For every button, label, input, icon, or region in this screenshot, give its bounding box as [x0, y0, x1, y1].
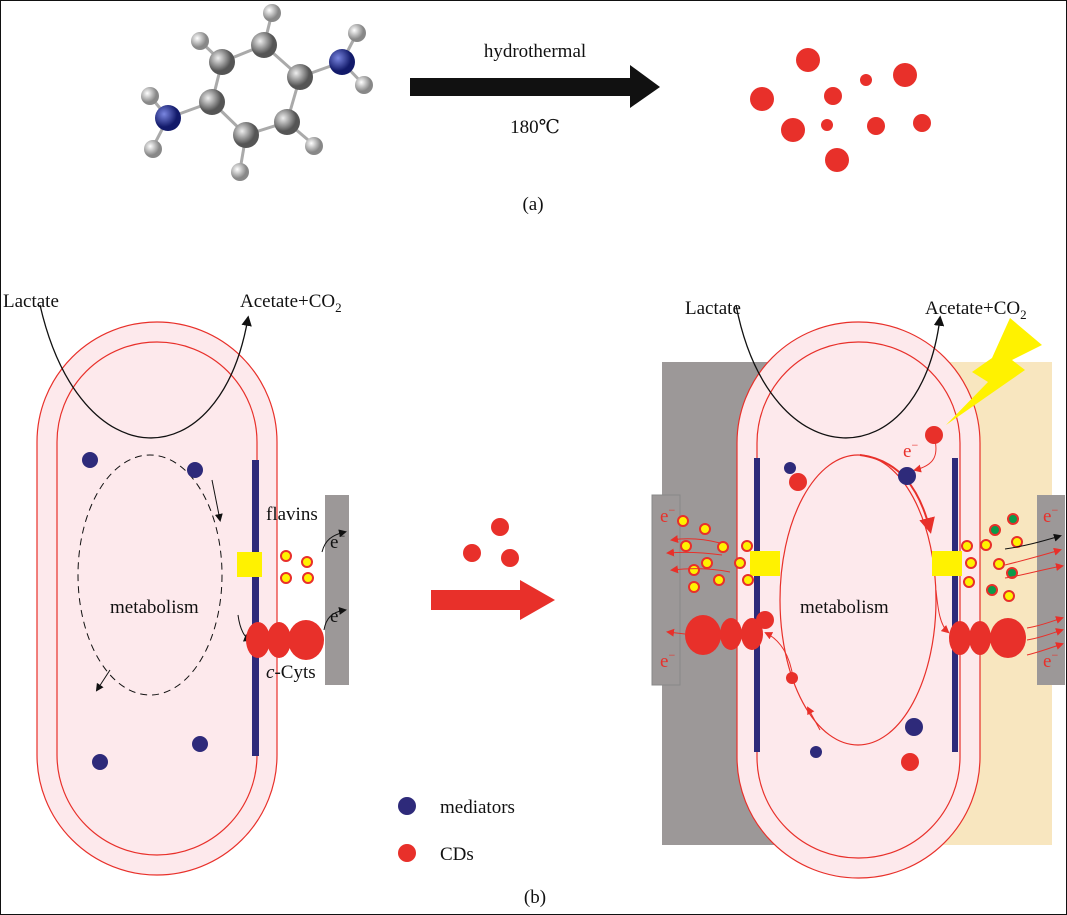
panel-a-label: (a): [522, 194, 543, 215]
outer-membrane-bar: [252, 460, 259, 756]
metabolism-label-left: metabolism: [110, 597, 199, 618]
mediators-left: [82, 452, 208, 770]
electron-label: e−: [1043, 503, 1058, 527]
reaction-arrow: [410, 65, 660, 108]
hydrothermal-label: hydrothermal: [484, 41, 586, 62]
right-bacterium: [651, 304, 1065, 879]
electron-label: e−: [1043, 648, 1058, 672]
legend-cds-marker: [398, 844, 416, 862]
lactate-label-left: Lactate: [3, 291, 59, 312]
acetate-label-right: Acetate+CO2: [925, 298, 1027, 322]
electron-label: e−: [660, 503, 675, 527]
flavin-transporter: [750, 551, 780, 576]
c-cyts-proteins-right: [685, 611, 1026, 658]
lactate-label-right: Lactate: [685, 298, 741, 319]
reduced-flavins: [986, 513, 1019, 596]
flavins-group: [280, 550, 314, 584]
metabolism-label-right: metabolism: [800, 597, 889, 618]
legend-mediator-marker: [398, 797, 416, 815]
transition-arrow: [431, 580, 555, 620]
right-panel-right-electrode: [1037, 495, 1065, 685]
lactate-pathway-right: [735, 304, 945, 439]
temperature-label: 180℃: [510, 117, 560, 138]
flavin-transporter: [932, 551, 962, 576]
lightning-bolt-icon: [946, 318, 1042, 425]
left-bacterium: [36, 304, 349, 876]
added-carbon-dots: [463, 518, 519, 567]
electron-label: e−: [330, 603, 345, 627]
legend-cds-label: CDs: [440, 844, 474, 865]
panel-b-label: (b): [524, 887, 546, 908]
p-phenylenediamine-molecule: [141, 4, 373, 181]
flavins-right: [677, 515, 1023, 602]
acetate-label-left: Acetate+CO2: [240, 291, 342, 315]
c-cyts-label: c-Cyts: [266, 662, 316, 683]
c-cyts-proteins: [246, 620, 324, 660]
left-electrode: [325, 495, 349, 685]
flavins-label: flavins: [266, 504, 318, 525]
electron-label: e−: [660, 648, 675, 672]
legend-mediators-label: mediators: [440, 797, 515, 818]
flavin-transporter: [237, 552, 262, 577]
right-panel-left-electrode: [651, 494, 681, 686]
electron-label: e−: [330, 529, 345, 553]
lactate-pathway: [39, 304, 252, 439]
metabolism-cycle: [77, 454, 223, 696]
carbon-dots-product: [750, 48, 931, 172]
electron-label: e−: [903, 438, 918, 462]
metabolism-cycle-cds: [779, 454, 937, 746]
